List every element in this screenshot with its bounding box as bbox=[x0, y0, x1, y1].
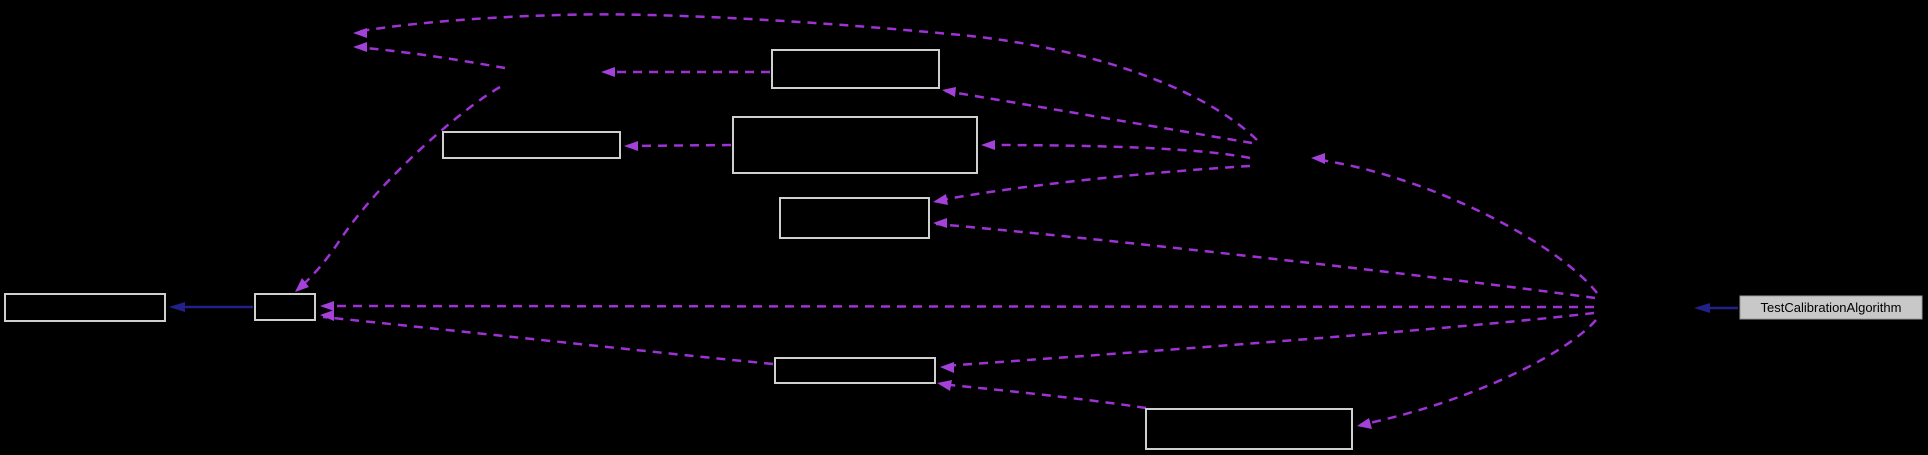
usage-edge-curve-to-hub-top-arrowhead bbox=[295, 278, 309, 292]
graph-node-center-large[interactable] bbox=[732, 116, 978, 174]
usage-edge-topbox-left-arrowhead bbox=[601, 67, 615, 77]
graph-node-testcalibrationalgorithm-box bbox=[1739, 295, 1923, 320]
graph-node-top[interactable] bbox=[771, 49, 940, 89]
usage-edge-to-centermid-lower bbox=[933, 218, 1596, 300]
graph-node-testcalibrationalgorithm: TestCalibrationAlgorithm bbox=[1739, 295, 1923, 320]
graph-node-center-large-box[interactable] bbox=[732, 116, 978, 174]
usage-edge-to-topbox-arrowhead bbox=[942, 87, 956, 97]
graph-node-lower-center-box[interactable] bbox=[774, 357, 936, 384]
graph-node-center-mid[interactable] bbox=[779, 197, 930, 239]
usage-edge-to-centermid-upper bbox=[933, 164, 1251, 205]
inheritance-edge-focus-arrowhead bbox=[1694, 303, 1710, 313]
graph-node-far-left-box[interactable] bbox=[4, 293, 166, 322]
usage-edge-to-topbox bbox=[942, 87, 1253, 145]
usage-edge-lowerright-to-lowercenter-arrowhead bbox=[937, 380, 952, 391]
usage-edge-to-centerlarge-arrowhead bbox=[981, 140, 995, 150]
graph-node-center-mid-box[interactable] bbox=[779, 197, 930, 239]
nodes-layer: TestCalibrationAlgorithm bbox=[4, 49, 1923, 450]
usage-edge-fan-to-midnode bbox=[1311, 153, 1598, 294]
graph-node-top-box[interactable] bbox=[771, 49, 940, 89]
usage-edge-fan-to-lowerright-arrowhead bbox=[1357, 418, 1372, 429]
usage-edge-lowerright-to-lowercenter bbox=[937, 380, 1147, 410]
usage-edge-fan-to-lowerright bbox=[1357, 319, 1597, 429]
graph-node-hub-box[interactable] bbox=[254, 293, 316, 321]
graph-node-hub[interactable] bbox=[254, 293, 316, 321]
usage-edge-fan-to-lowercenter-arrowhead bbox=[940, 362, 954, 373]
usage-edge-centerlarge-to-upperleft bbox=[624, 141, 732, 151]
usage-edge-topbox-left bbox=[601, 67, 770, 77]
usage-edge-fan-to-lowercenter bbox=[940, 311, 1595, 373]
graph-node-testcalibrationalgorithm-label: TestCalibrationAlgorithm bbox=[1761, 300, 1902, 315]
inheritance-edge-hub-to-farleft bbox=[169, 302, 253, 312]
graph-node-lower-right-box[interactable] bbox=[1145, 408, 1353, 450]
inheritance-edge-hub-to-farleft-arrowhead bbox=[169, 302, 185, 312]
usage-edge-to-centermid-upper-arrowhead bbox=[933, 194, 948, 205]
graph-node-far-left[interactable] bbox=[4, 293, 166, 322]
graph-node-lower-right[interactable] bbox=[1145, 408, 1353, 450]
usage-edge-fan-to-midnode-arrowhead bbox=[1311, 153, 1325, 164]
usage-edge-long-to-hub-arrowhead bbox=[320, 301, 334, 311]
usage-edge-to-topleft-2-arrowhead bbox=[353, 42, 367, 52]
usage-edge-lowercenter-to-hub bbox=[320, 310, 774, 366]
usage-edge-arc-to-topleft bbox=[353, 13, 1258, 141]
graph-node-upper-left-box[interactable] bbox=[442, 131, 621, 159]
usage-edge-to-topleft-2 bbox=[353, 42, 506, 70]
usage-edge-to-centerlarge bbox=[981, 140, 1251, 160]
inheritance-edge-focus bbox=[1694, 303, 1738, 313]
graph-node-upper-left[interactable] bbox=[442, 131, 621, 159]
usage-edge-to-centermid-lower-arrowhead bbox=[933, 218, 947, 228]
edges-layer bbox=[169, 13, 1738, 429]
usage-edge-lowercenter-to-hub-arrowhead bbox=[320, 310, 334, 321]
usage-edge-long-to-hub bbox=[320, 301, 1595, 311]
graph-node-lower-center[interactable] bbox=[774, 357, 936, 384]
usage-edge-centerlarge-to-upperleft-arrowhead bbox=[624, 141, 638, 151]
usage-edge-arc-to-topleft-arrowhead bbox=[353, 28, 367, 38]
usage-edge-curve-to-hub-top bbox=[295, 85, 501, 292]
